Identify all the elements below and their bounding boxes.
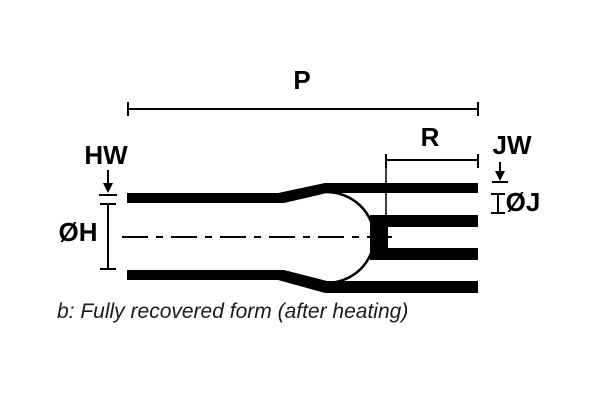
jw-indicator bbox=[492, 162, 508, 183]
hw-arrow-head bbox=[103, 183, 113, 193]
oj-dimension bbox=[491, 193, 505, 214]
hw-indicator bbox=[99, 170, 117, 196]
oh-dimension bbox=[100, 203, 116, 270]
figure-caption: b: Fully recovered form (after heating) bbox=[57, 300, 409, 323]
outlet-inner-walls bbox=[370, 215, 478, 260]
label-p: P bbox=[293, 65, 311, 95]
label-r: R bbox=[420, 122, 440, 152]
jw-arrow-head bbox=[495, 171, 505, 181]
p-dimension bbox=[127, 102, 479, 116]
label-hw: HW bbox=[84, 140, 128, 170]
label-oj: ØJ bbox=[505, 187, 541, 217]
label-jw: JW bbox=[492, 130, 532, 160]
main-tube-bottom-wall bbox=[127, 270, 478, 293]
main-tube-top-wall bbox=[127, 183, 478, 203]
label-oh: ØH bbox=[58, 217, 98, 247]
r-dimension bbox=[385, 154, 479, 215]
